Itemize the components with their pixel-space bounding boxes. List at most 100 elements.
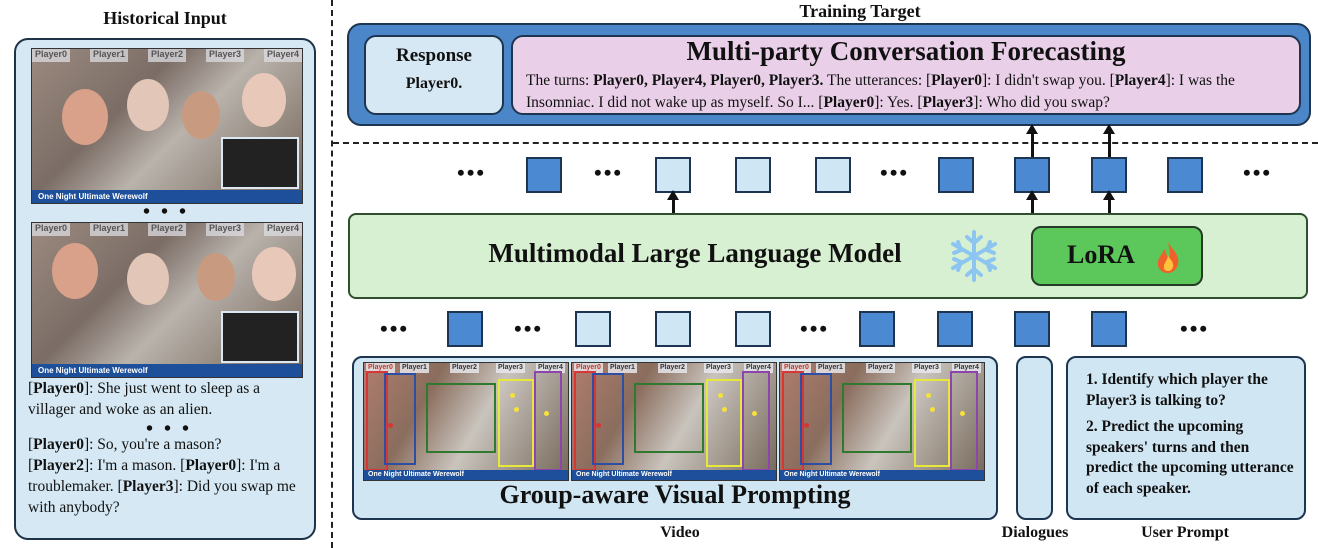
input-token bbox=[1091, 311, 1127, 347]
user-prompt-panel bbox=[1066, 356, 1306, 520]
video-banner: One Night Ultimate Werewolf bbox=[780, 470, 984, 480]
input-token bbox=[937, 311, 973, 347]
frame-label: Player0 bbox=[782, 363, 811, 373]
forecast-text: The turns: Player0, Player4, Player0, Pl… bbox=[526, 70, 1296, 114]
frame-label: Player2 bbox=[658, 363, 687, 373]
snowflake-icon bbox=[944, 228, 1004, 284]
frame-label: Player0 bbox=[32, 49, 71, 62]
utterance: ]: So, you're a mason? bbox=[83, 436, 222, 453]
visual-prompting-label: Group-aware Visual Prompting bbox=[499, 480, 851, 509]
frame-label: Player0 bbox=[32, 223, 71, 236]
frame-label: Player4 bbox=[744, 363, 773, 373]
utterance: ]: She just went to sleep as a villager … bbox=[28, 380, 261, 418]
frame-label: Player2 bbox=[147, 49, 186, 62]
ellipsis: ••• bbox=[457, 160, 487, 185]
ellipsis: • • • bbox=[145, 418, 192, 440]
input-token bbox=[735, 311, 771, 347]
historical-input-title: Historical Input bbox=[103, 8, 227, 28]
utterance: ]: Did you swap me with anybody? bbox=[28, 478, 296, 516]
frame-label: Player1 bbox=[816, 363, 845, 373]
frame-label: Player1 bbox=[89, 223, 129, 236]
video-banner: One Night Ultimate Werewolf bbox=[572, 470, 776, 480]
prompted-frame-3: Player0 Player1 Player2 Player3 Player4 … bbox=[779, 362, 985, 481]
frame-label: Player4 bbox=[263, 49, 302, 62]
mllm-label: Multimodal Large Language Model bbox=[488, 238, 902, 268]
output-token bbox=[1167, 157, 1203, 193]
prompted-frame-2: Player0 Player1 Player2 Player3 Player4 … bbox=[571, 362, 777, 481]
output-token bbox=[1014, 157, 1050, 193]
frame-label: Player4 bbox=[952, 363, 981, 373]
ellipsis: • • • bbox=[142, 201, 189, 223]
video-banner: One Night Ultimate Werewolf bbox=[364, 470, 568, 480]
historical-frame-1: Player0 Player1 Player2 Player3 Player4 … bbox=[31, 48, 303, 204]
output-token bbox=[1091, 157, 1127, 193]
up-arrow bbox=[1026, 124, 1038, 157]
speaker-name: Player0 bbox=[33, 380, 84, 397]
speaker-name: Player2 bbox=[33, 457, 84, 474]
prompt-item-2: 2. Predict the upcoming speakers' turns … bbox=[1086, 418, 1294, 497]
frame-label: Player3 bbox=[205, 223, 244, 236]
ellipsis: ••• bbox=[594, 160, 624, 185]
lora-label: LoRA bbox=[1067, 240, 1135, 269]
frame-label: Player2 bbox=[866, 363, 895, 373]
historical-dialogue-2: [Player0]: So, you're a mason?[Player2]:… bbox=[28, 436, 296, 516]
frame-label: Player3 bbox=[496, 363, 525, 373]
prompted-frame-1: Player0 Player1 Player2 Player3 Player4 … bbox=[363, 362, 569, 481]
speaker-name: Player4 bbox=[1114, 72, 1166, 89]
ellipsis: ••• bbox=[880, 160, 910, 185]
frame-label: Player0 bbox=[574, 363, 603, 373]
frame-label: Player1 bbox=[89, 49, 129, 62]
prompt-item-1: 1. Identify which player the Player3 is … bbox=[1086, 371, 1268, 409]
utterance: ]: I'm a troublemaker. bbox=[28, 457, 281, 495]
ellipsis: ••• bbox=[380, 316, 410, 341]
historical-frame-2: Player0 Player1 Player2 Player3 Player4 … bbox=[31, 222, 303, 378]
video-banner: One Night Ultimate Werewolf bbox=[32, 190, 302, 203]
input-token bbox=[575, 311, 611, 347]
speaker-name: Player0 bbox=[33, 436, 84, 453]
video-banner: One Night Ultimate Werewolf bbox=[32, 364, 302, 377]
up-arrow bbox=[1103, 124, 1115, 157]
frame-label: Player3 bbox=[205, 49, 244, 62]
output-token bbox=[938, 157, 974, 193]
speaker-name: Player3 bbox=[922, 94, 974, 111]
response-box: Response Player0. bbox=[364, 35, 504, 115]
turns-value: Player0, Player4, Player0, Player3. bbox=[593, 72, 824, 89]
utterance: ]: Yes. [ bbox=[874, 94, 923, 111]
frame-label: Player0 bbox=[366, 363, 395, 373]
horizontal-divider bbox=[333, 142, 1318, 144]
dialogues-panel bbox=[1016, 356, 1053, 520]
dialogues-caption: Dialogues bbox=[1001, 524, 1069, 541]
user-prompt-text: 1. Identify which player the Player3 is … bbox=[1078, 370, 1300, 499]
output-token bbox=[735, 157, 771, 193]
turns-prefix: The turns: bbox=[526, 72, 594, 89]
user-prompt-caption: User Prompt bbox=[1141, 524, 1229, 541]
output-token bbox=[655, 157, 691, 193]
up-arrow bbox=[667, 190, 679, 213]
output-token bbox=[815, 157, 851, 193]
vertical-divider bbox=[331, 0, 333, 548]
response-value: Player0. bbox=[405, 75, 463, 92]
historical-dialogue-1: [Player0]: She just went to sleep as a v… bbox=[28, 380, 261, 418]
input-token bbox=[859, 311, 895, 347]
fire-icon bbox=[1152, 240, 1184, 274]
utterance: ]: I didn't swap you. [ bbox=[981, 72, 1115, 89]
speaker-name: Player0 bbox=[185, 457, 237, 474]
frame-label: Player4 bbox=[263, 223, 302, 236]
video-caption: Video bbox=[660, 524, 700, 541]
up-arrow bbox=[1103, 190, 1115, 213]
frame-label: Player3 bbox=[704, 363, 733, 373]
output-token bbox=[526, 157, 562, 193]
utterance: ]: I was the Insomniac. I did not wake u… bbox=[526, 72, 1235, 111]
ellipsis: ••• bbox=[514, 316, 544, 341]
up-arrow bbox=[1026, 190, 1038, 213]
frame-label: Player2 bbox=[147, 223, 186, 236]
frame-label: Player1 bbox=[608, 363, 637, 373]
ellipsis: ••• bbox=[800, 316, 830, 341]
input-token bbox=[1014, 311, 1050, 347]
ellipsis: ••• bbox=[1243, 160, 1273, 185]
frame-label: Player3 bbox=[912, 363, 941, 373]
speaker-name: Player0 bbox=[823, 94, 875, 111]
ellipsis: ••• bbox=[1180, 316, 1210, 341]
utterances-prefix: The utterances: [ bbox=[823, 72, 932, 89]
forecast-box bbox=[511, 35, 1301, 115]
